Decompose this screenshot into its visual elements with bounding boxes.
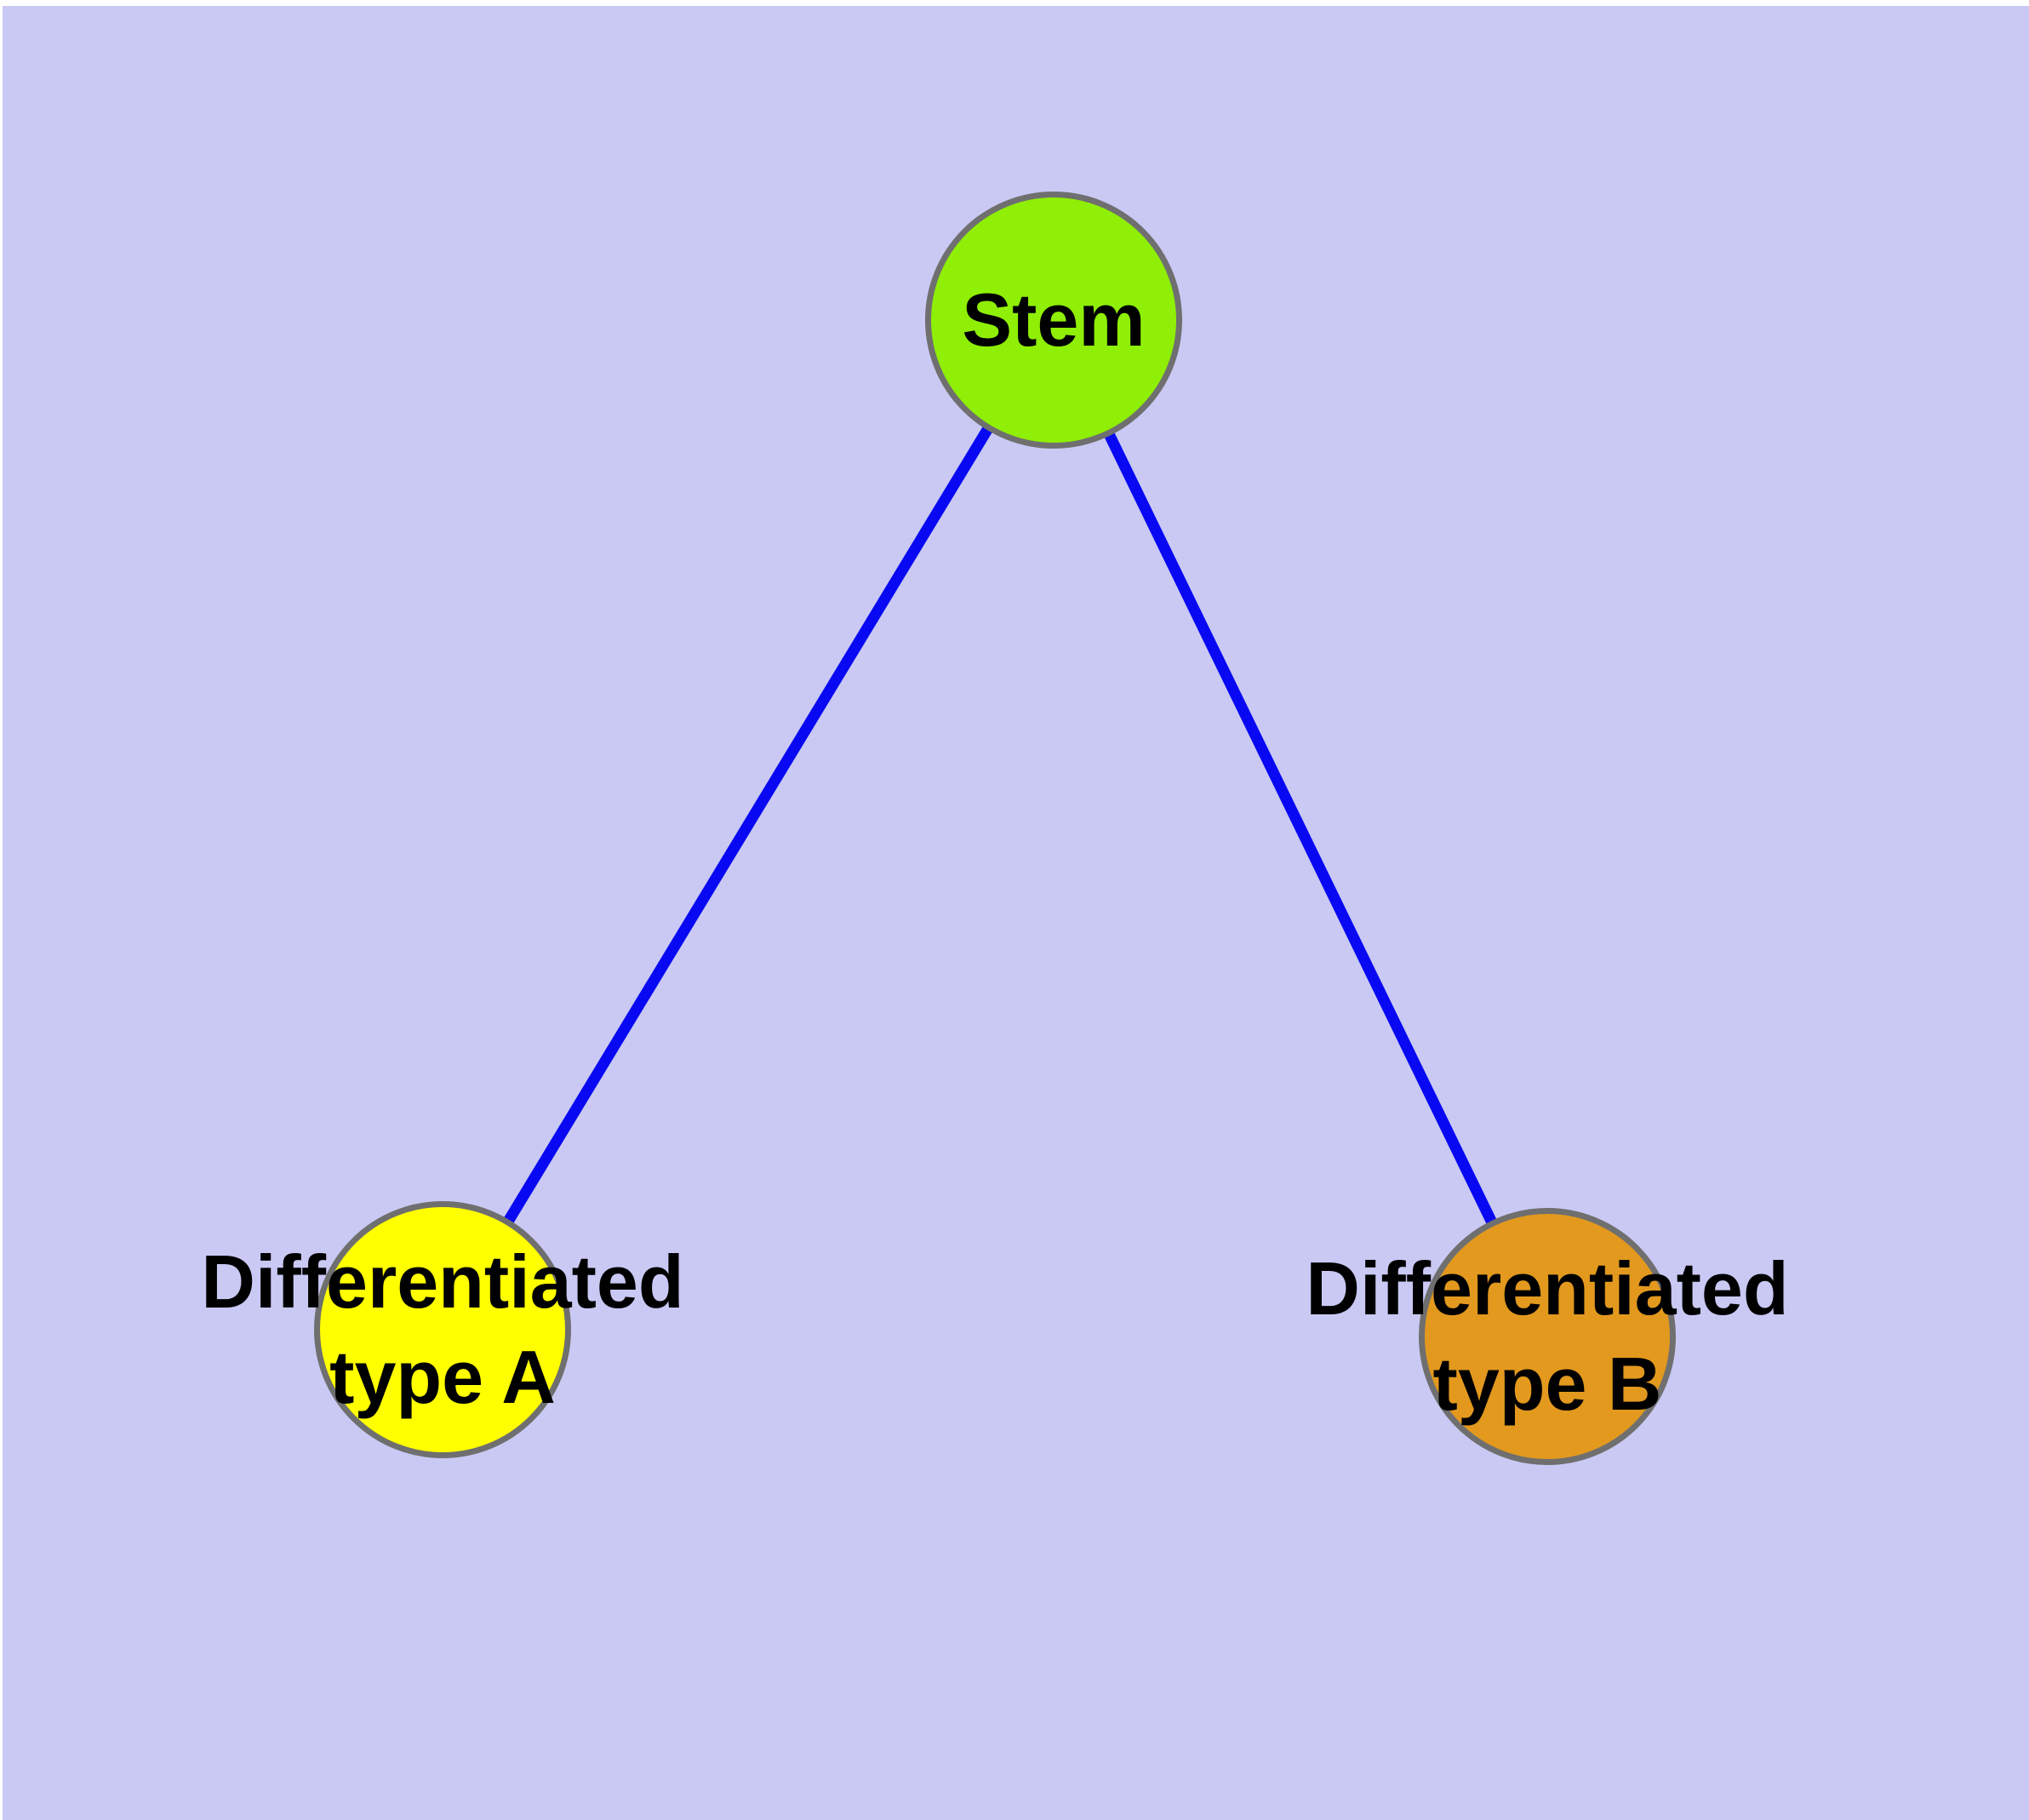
node-stem-label: Stem: [962, 272, 1145, 368]
node-stem-label-text: Stem: [962, 278, 1146, 362]
node-type-a-circle: [314, 1201, 571, 1458]
node-type-b-circle: [1419, 1208, 1676, 1465]
node-stem-circle: [925, 192, 1182, 449]
node-type-b-label-line1: Differentiated: [1306, 1246, 1789, 1331]
node-type-a-label-line2: type A: [329, 1335, 556, 1419]
node-type-b-label-line2: type B: [1432, 1342, 1662, 1426]
nodes-group: [314, 192, 1676, 1465]
node-type-a-label: Differentiated type A: [201, 1234, 683, 1425]
edge-stem-to-type-b: [1049, 318, 1552, 1339]
edge-stem-to-type-a: [437, 317, 1059, 1333]
node-type-a-label-line1: Differentiated: [201, 1239, 684, 1324]
node-type-b-label: Differentiated type B: [1306, 1241, 1788, 1432]
edges-group: [437, 317, 1552, 1339]
